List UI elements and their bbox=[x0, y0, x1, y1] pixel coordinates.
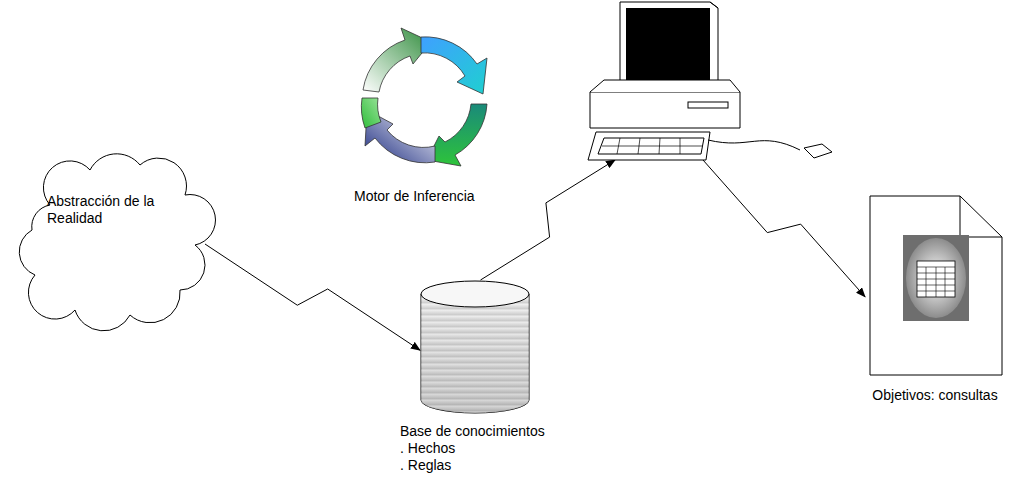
database-node: Base de conocimientos. Hechos. Reglas bbox=[420, 280, 530, 415]
node-label: Base de conocimientos bbox=[400, 423, 545, 440]
zigzag-connector bbox=[481, 160, 616, 280]
node-label: . Hechos bbox=[400, 440, 455, 457]
node-label: Objetivos: consultas bbox=[872, 387, 997, 404]
node-label: Motor de Inferencia bbox=[354, 188, 475, 205]
zigzag-connector bbox=[205, 244, 420, 350]
cloud-shape bbox=[20, 145, 205, 325]
database-cylinder bbox=[420, 280, 530, 415]
computer-illustration bbox=[560, 0, 835, 170]
document-node: Objetivos: consultas bbox=[865, 195, 1005, 380]
cycle-icon bbox=[350, 22, 500, 182]
node-label: Abstracción de la Realidad bbox=[47, 193, 175, 227]
computer-node: Motor de Inferencia bbox=[560, 0, 835, 160]
document-icon bbox=[865, 195, 1005, 380]
zigzag-connector bbox=[703, 160, 865, 297]
cloud-node: Abstracción de la Realidad bbox=[20, 145, 205, 325]
node-label: . Reglas bbox=[400, 457, 451, 474]
